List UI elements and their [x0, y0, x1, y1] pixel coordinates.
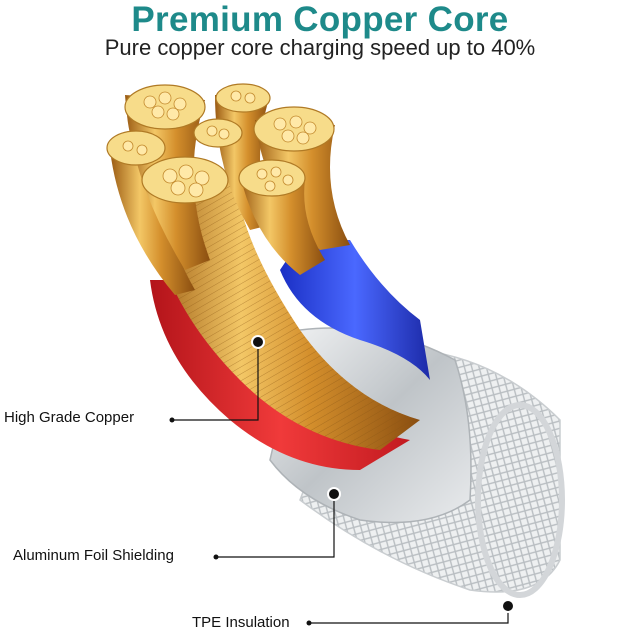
callout-label-aluminum-foil-shielding: Aluminum Foil Shielding — [13, 547, 174, 564]
callout-leader-copper — [172, 342, 259, 421]
strand-end-faces — [106, 83, 335, 204]
callout-dot-insulation — [501, 599, 515, 613]
callout-label-tpe-insulation: TPE Insulation — [192, 614, 290, 631]
callout-dot-copper — [251, 335, 265, 349]
callout-leader-insulation — [309, 606, 509, 624]
callout-label-high-grade-copper: High Grade Copper — [4, 409, 135, 426]
jacket-end-ring — [475, 402, 565, 598]
page-title: Premium Copper Core — [131, 0, 509, 39]
callout-leader-foil — [216, 494, 335, 558]
blue-wire-insulation — [280, 240, 430, 380]
page-subtitle: Pure copper core charging speed up to 40… — [104, 35, 536, 60]
callout-dot-foil — [327, 487, 341, 501]
